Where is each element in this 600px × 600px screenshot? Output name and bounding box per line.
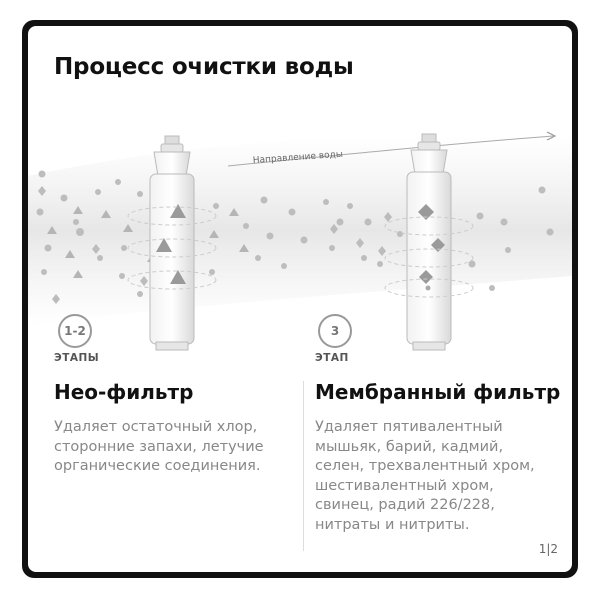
neo-filter-cartridge xyxy=(127,135,217,351)
stage-2-description: Удаляет пятивалентный мышьяк, барий, кад… xyxy=(315,419,535,533)
page-title: Процесс очистки воды xyxy=(54,54,354,80)
water-filter-illustration: Направление воды xyxy=(28,131,572,351)
stage-1-label: ЭТАПЫ xyxy=(54,352,100,364)
stage-1-description: Удаляет остаточный хлор, сторонние запах… xyxy=(54,419,264,474)
infographic-card: Направление воды xyxy=(28,26,572,572)
stage-1-badge: 1-2 xyxy=(58,314,92,348)
flow-arrow xyxy=(227,135,554,167)
column-divider xyxy=(303,381,304,551)
stage-2-badge: 3 xyxy=(318,314,352,348)
contaminant-particles xyxy=(36,170,554,297)
stage-2-heading: Мембранный фильтр xyxy=(315,380,561,404)
water-stream xyxy=(28,135,572,326)
stage-2-label: ЭТАП xyxy=(315,352,349,364)
stage-1-heading: Нео-фильтр xyxy=(54,380,194,404)
membrane-filter-cartridge xyxy=(384,133,474,351)
page-indicator: 1|2 xyxy=(538,542,558,556)
